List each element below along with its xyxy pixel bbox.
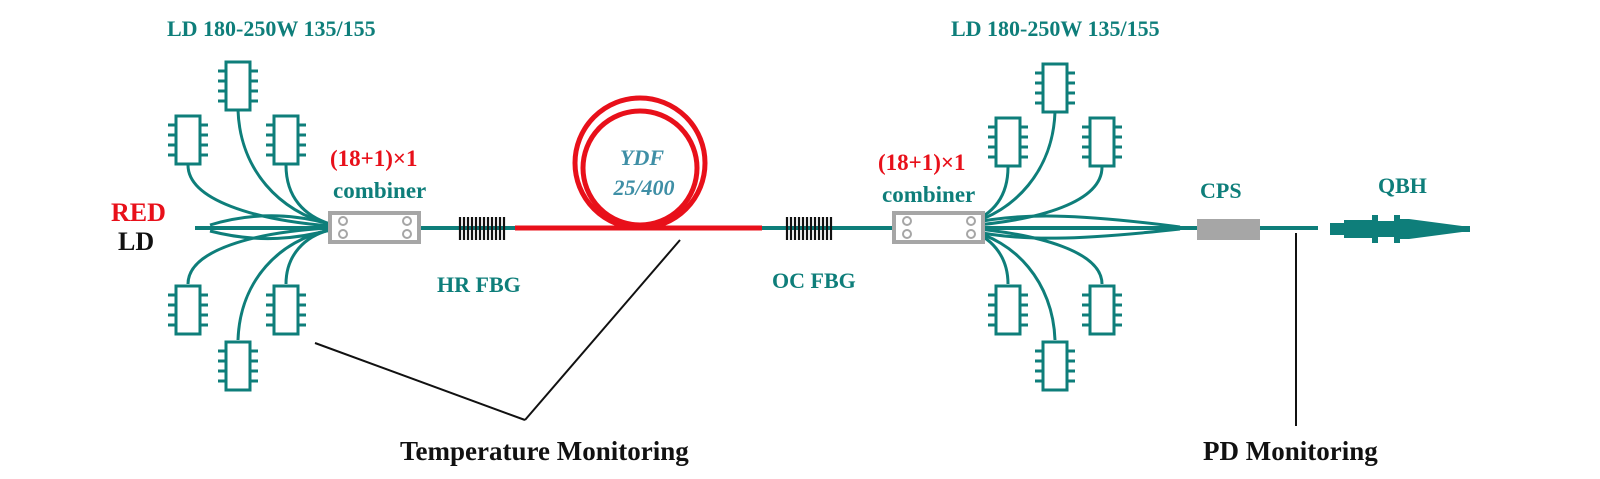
qbh-connector-icon	[1330, 215, 1470, 243]
right-fiber-8	[966, 227, 1181, 240]
hr-fbg-icon	[458, 217, 506, 240]
right-fiber-7	[966, 214, 1181, 229]
laser-diode-chip-icon	[168, 114, 208, 166]
ld-left-label: LD 180-250W 135/155	[167, 16, 376, 41]
qbh-label: QBH	[1378, 173, 1427, 198]
pd-monitoring-label: PD Monitoring	[1203, 436, 1378, 466]
ydf-label-line2: 25/400	[612, 175, 674, 200]
left-fiber-1	[236, 109, 331, 226]
temp-leader-ydf	[524, 239, 681, 421]
laser-diode-chip-icon	[218, 60, 258, 112]
left-pump-fibers	[186, 109, 331, 341]
ld-right-label: LD 180-250W 135/155	[951, 16, 1160, 41]
combiner-left-ratio: (18+1)×1	[330, 146, 418, 171]
laser-diode-chip-icon	[1035, 62, 1075, 114]
laser-diode-chip-icon	[988, 284, 1028, 336]
oc-fbg-icon	[785, 217, 833, 240]
laser-diode-chip-icon	[218, 340, 258, 392]
monitoring-leader-lines	[314, 233, 1297, 426]
laser-diode-chip-icon	[1082, 116, 1122, 168]
ld-label: LD	[118, 227, 154, 256]
temperature-monitoring-label: Temperature Monitoring	[400, 436, 689, 466]
laser-diode-chip-icon	[988, 116, 1028, 168]
cps-block	[1197, 219, 1260, 240]
combiner-left-icon	[328, 211, 421, 244]
laser-diode-chip-icon	[1082, 284, 1122, 336]
laser-diode-chips	[168, 60, 1122, 392]
combiner-right-icon	[892, 211, 985, 244]
ydf-coil	[572, 95, 708, 231]
left-fiber-4	[186, 226, 331, 285]
hr-fbg-label: HR FBG	[437, 272, 521, 297]
left-fiber-8	[209, 228, 331, 241]
ydf-label-line1: YDF	[620, 145, 664, 170]
left-fiber-7	[209, 214, 331, 227]
laser-diode-chip-icon	[1035, 340, 1075, 392]
combiner-right-ratio: (18+1)×1	[878, 150, 966, 175]
red-label: RED	[111, 198, 166, 227]
laser-diode-chip-icon	[266, 114, 306, 166]
combiner-right-name: combiner	[882, 182, 975, 207]
oc-fbg-label: OC FBG	[772, 268, 856, 293]
right-fiber-5	[966, 226, 1104, 285]
left-fiber-2	[186, 164, 331, 228]
right-fiber-3	[966, 166, 1104, 228]
cps-label: CPS	[1200, 178, 1242, 203]
combiner-left-name: combiner	[333, 178, 426, 203]
laser-diode-chip-icon	[168, 284, 208, 336]
laser-diode-chip-icon	[266, 284, 306, 336]
temp-leader-chip	[314, 342, 526, 421]
